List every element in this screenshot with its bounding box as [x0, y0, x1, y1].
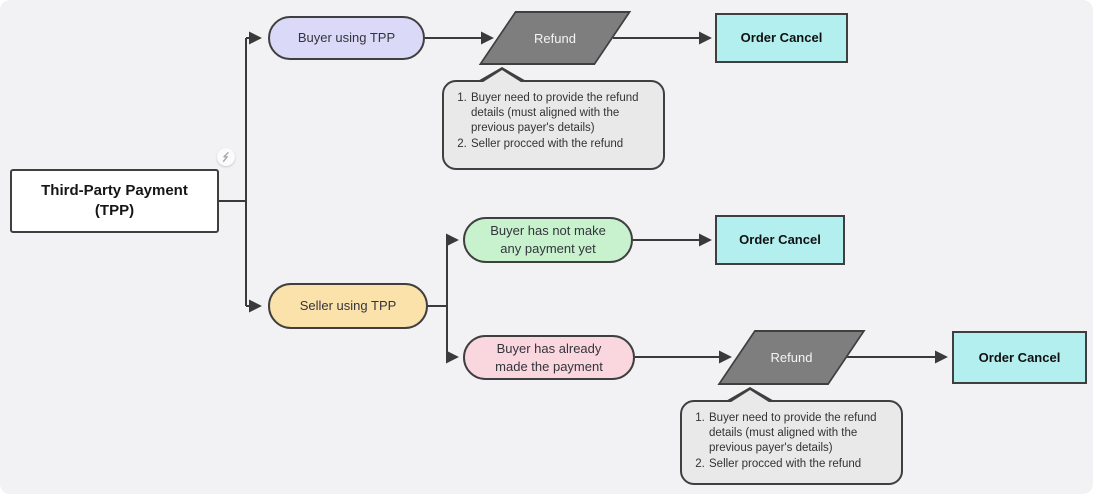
node-order-cancel-buyer[interactable]: Order Cancel [715, 13, 848, 63]
node-order-cancel-paid[interactable]: Order Cancel [952, 331, 1087, 384]
node-refund-seller[interactable]: Refund [718, 330, 865, 385]
node-label: Refund [534, 30, 576, 46]
lightning-icon [222, 152, 229, 162]
node-label: Buyer has not make any payment yet [490, 223, 606, 256]
note-list: Buyer need to provide the refund details… [448, 91, 655, 152]
seller-branch-trunk [428, 240, 448, 357]
node-label: Buyer using TPP [297, 30, 396, 46]
node-label: Order Cancel [978, 349, 1061, 365]
root-branch-trunk [219, 38, 247, 306]
node-refund-buyer[interactable]: Refund [480, 11, 630, 65]
node-label: Seller using TPP [299, 298, 397, 314]
note-refund-details-seller[interactable]: Buyer need to provide the refund details… [680, 387, 903, 485]
note-item: Buyer need to provide the refund details… [470, 91, 655, 137]
node-label: Refund [770, 350, 813, 365]
node-label: Buyer has already made the payment [495, 340, 603, 374]
note-item: Seller procced with the refund [708, 457, 893, 472]
root-branch-badge[interactable] [217, 148, 235, 166]
node-label: Third-Party Payment (TPP) [41, 181, 188, 219]
note-item: Seller procced with the refund [470, 137, 655, 152]
note-list: Buyer need to provide the refund details… [686, 411, 893, 472]
node-buyer-has-not-paid[interactable]: Buyer has not make any payment yet [463, 217, 633, 263]
node-buyer-already-paid[interactable]: Buyer has already made the payment [463, 335, 635, 380]
node-label: Order Cancel [739, 232, 821, 248]
node-order-cancel-no-payment[interactable]: Order Cancel [715, 215, 845, 265]
node-buyer-using-tpp[interactable]: Buyer using TPP [268, 16, 425, 60]
node-seller-using-tpp[interactable]: Seller using TPP [268, 283, 428, 329]
node-label: Order Cancel [740, 30, 823, 46]
node-third-party-payment[interactable]: Third-Party Payment (TPP) [10, 169, 219, 233]
note-item: Buyer need to provide the refund details… [708, 411, 893, 457]
note-refund-details-buyer[interactable]: Buyer need to provide the refund details… [442, 67, 665, 170]
